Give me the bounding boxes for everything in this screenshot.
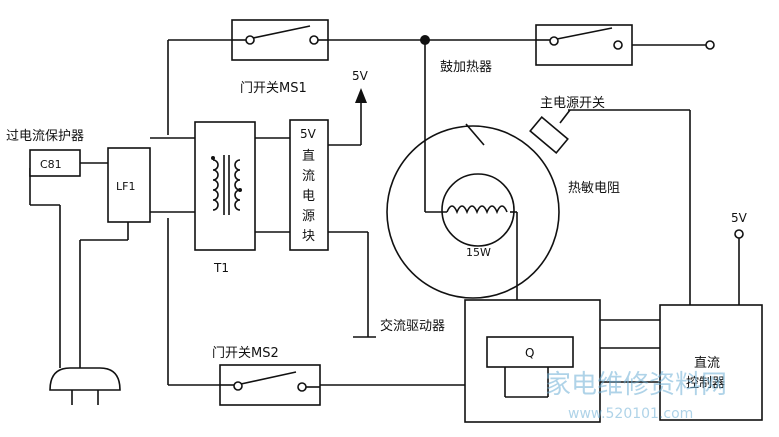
5v-terminal	[734, 229, 744, 239]
psu-line-3: 电	[302, 189, 315, 204]
door-switch-ms1	[231, 19, 329, 61]
q-label: Q	[525, 346, 534, 360]
psu-5v-label: 5V	[300, 127, 317, 141]
dc-controller-label-1: 直流	[694, 356, 720, 371]
q-box	[486, 336, 574, 368]
power-plug-icon	[49, 367, 121, 405]
door-switch-ms2	[219, 364, 321, 406]
up-arrow-icon	[355, 88, 367, 103]
dc-controller-box	[659, 304, 763, 421]
junction-dot	[420, 35, 430, 45]
door-switch-right	[535, 24, 715, 66]
wires	[29, 39, 740, 386]
psu-line-1: 直	[302, 149, 315, 164]
main-power-switch-label: 主电源开关	[540, 96, 605, 111]
door-switch-ms1-label: 门开关MS1	[240, 81, 307, 96]
blower-heater	[386, 123, 560, 299]
lf1-label: LF1	[116, 180, 135, 193]
overcurrent-protector-label: 过电流保护器	[6, 129, 84, 144]
watermark-text: 家电维修资料网	[545, 370, 727, 400]
heater-15w-label: 15W	[466, 246, 491, 259]
lf1-box	[107, 147, 151, 223]
thermistor-label: 热敏电阻	[568, 181, 620, 196]
psu-line-2: 流	[302, 169, 315, 184]
dc-controller-label-2: 控制器	[686, 376, 725, 391]
thermistor	[529, 109, 571, 154]
psu-line-5: 块	[302, 229, 315, 244]
watermark-url: www.520101.com	[568, 406, 693, 422]
transformer-t1	[194, 121, 256, 251]
c81-label: C81	[40, 158, 62, 171]
ac-driver-label: 交流驱动器	[380, 318, 445, 334]
watermark: 家电维修资料网 www.520101.com	[545, 370, 727, 422]
dc-power-block	[289, 119, 329, 251]
door-switch-ms2-label: 门开关MS2	[212, 346, 279, 361]
5v-top-label: 5V	[352, 69, 369, 83]
labels: 过电流保护器 C81 LF1 T1 门开关MS1 门开关MS2 5V 5V 直 …	[6, 60, 748, 391]
t1-label: T1	[213, 261, 229, 275]
psu-line-4: 源	[302, 209, 315, 224]
blower-heater-label: 鼓加热器	[440, 60, 492, 75]
c81-box	[29, 149, 81, 177]
5v-right-label: 5V	[731, 211, 748, 225]
